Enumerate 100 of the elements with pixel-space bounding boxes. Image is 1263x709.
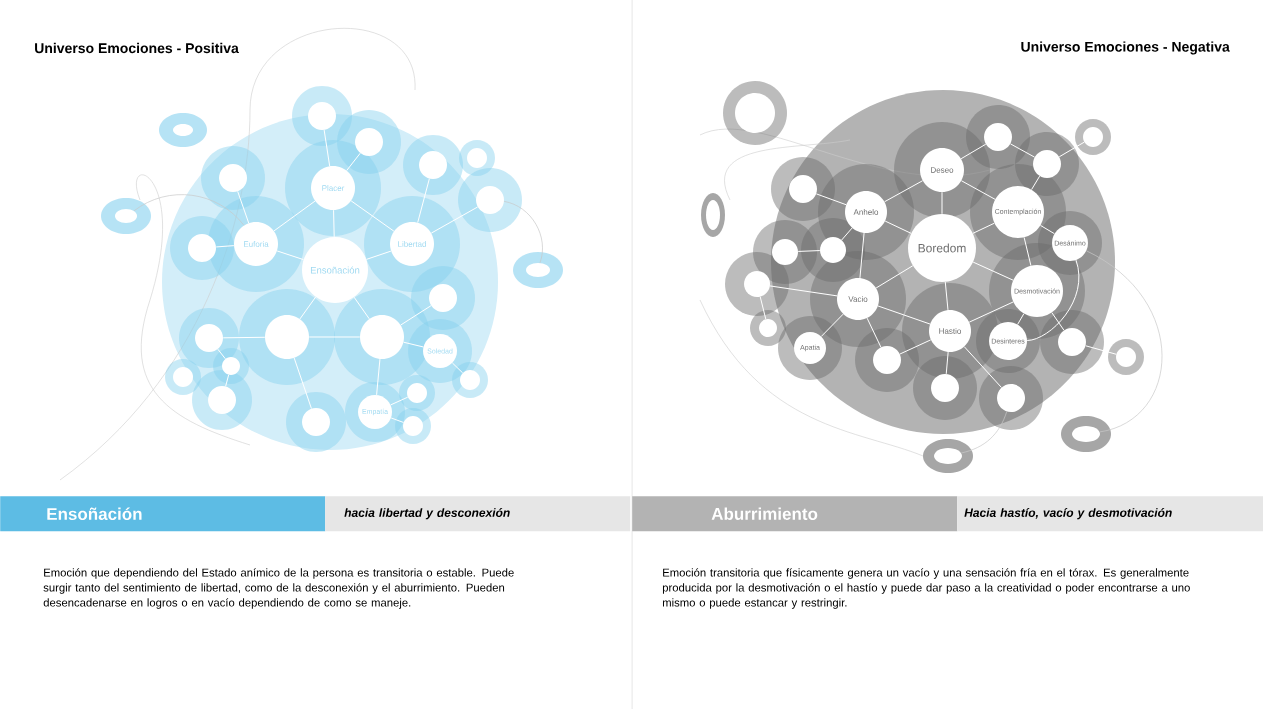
emotion-ellipse (526, 263, 550, 277)
connector-line (273, 200, 316, 232)
heading: Universo Emociones - Positiva (35, 42, 239, 54)
title-band: Aburrimiento (632, 496, 958, 532)
emotion-circle (931, 374, 959, 402)
connector-line (400, 305, 432, 326)
connector-line (353, 296, 370, 320)
connector-line (963, 346, 1002, 388)
connector-line (884, 180, 924, 203)
connector-line (451, 362, 464, 374)
emotion-ellipse (934, 448, 962, 464)
emotion-circle (789, 175, 817, 203)
emotion-circle (467, 148, 487, 168)
emotion-circle (360, 315, 404, 359)
title-band: hacia libertad y desconexión (325, 496, 631, 532)
connector-line (877, 305, 931, 325)
emotion-circle (1116, 347, 1136, 367)
connector-line (859, 232, 865, 279)
emotion-circle (772, 239, 798, 265)
connector-line (276, 250, 304, 261)
connector-line (323, 129, 331, 167)
emotion-circle (195, 324, 223, 352)
emotion-circle (735, 93, 775, 133)
emotion-circle (984, 123, 1012, 151)
emotion-circle (419, 151, 447, 179)
connector-line (430, 206, 479, 234)
connector-line (299, 296, 317, 320)
emotion-circle (265, 315, 309, 359)
connector-line (1023, 236, 1032, 267)
connector-line (308, 336, 361, 338)
emotion-circle (355, 128, 383, 156)
connector-line (350, 200, 395, 232)
emotion-circle (219, 164, 247, 192)
connector-line (346, 152, 361, 171)
emotion-circle (208, 386, 236, 414)
emotion-circle (302, 408, 330, 436)
title-band: Hacia hastío, vacío y desmotivación (957, 496, 1263, 532)
connector-line (769, 285, 838, 297)
emotion-circle (1033, 150, 1061, 178)
emotion-circle (429, 284, 457, 312)
connector-line (960, 143, 987, 160)
emotion-circle (820, 237, 846, 263)
connector-line (972, 261, 1014, 281)
paragraph: Emoción transitoria que físicamente genera un vacío y una sensación fría en el tórax. Es generalmente producida por la desmotivación o el hastío y puede dar paso a la creatividad o poder encontrarse a uno mismo o puede estancar y restringir. (662, 568, 1190, 609)
connector-line (941, 191, 943, 215)
connector-line (333, 209, 335, 238)
emotion-circle (460, 370, 480, 390)
emotion-circle (476, 186, 504, 214)
connector-line (390, 396, 409, 406)
connector-line (866, 317, 882, 348)
emotion-circle (308, 102, 336, 130)
emotion-circle (1083, 127, 1103, 147)
connector-line (1058, 141, 1085, 158)
connector-line (1017, 313, 1025, 325)
emotion-circle (873, 346, 901, 374)
emotion-ellipse (115, 209, 137, 223)
emotion-circle (1058, 328, 1086, 356)
title-band: Ensoñación (0, 496, 326, 532)
connector-line (1051, 312, 1065, 331)
emotion-circle (997, 384, 1025, 412)
connector-line (960, 411, 1008, 454)
connector-line (237, 190, 250, 224)
heading: Universo Emociones - Negativa (1021, 41, 1230, 55)
emotion-circle (222, 357, 240, 375)
emotion-circle (744, 271, 770, 297)
connector-line (503, 201, 543, 264)
emotion-circle (403, 416, 423, 436)
connector-line (972, 222, 995, 234)
connector-line (1040, 224, 1055, 235)
emotion-circle (173, 367, 193, 387)
connector-line (944, 281, 949, 311)
connector-line (293, 357, 312, 410)
connector-line (403, 341, 424, 348)
connector-line (215, 245, 235, 248)
connector-line (759, 296, 767, 320)
connector-line (960, 180, 996, 200)
connector-line (1026, 259, 1080, 342)
connector-line (1085, 345, 1117, 355)
paragraph: Emoción que dependiendo del Estado anímico de la persona es transitoria o estable. Puede surgir tanto del sentimiento de libertad, como de la desconexión y el aburrimiento. Pueden desencadenarse en logros o en vacío dependiendo de como se maneje. (43, 568, 514, 609)
connector-line (820, 313, 844, 337)
connector-line (376, 358, 381, 396)
connector-line (390, 417, 404, 423)
connector-line (968, 301, 1014, 323)
emotion-ellipse (706, 200, 720, 230)
connector-line (945, 351, 949, 375)
connector-line (884, 220, 912, 234)
connector-line (217, 348, 226, 360)
connector-line (222, 336, 266, 339)
emotion-circle (759, 319, 777, 337)
connector-line (797, 250, 821, 252)
emotion-ellipse (173, 124, 193, 136)
connector-line (1031, 175, 1041, 191)
connector-line (875, 265, 914, 289)
connector-line (225, 374, 230, 387)
connector-line (133, 194, 245, 226)
connector-line (417, 178, 430, 224)
emotion-circle (188, 234, 216, 262)
connector-line (841, 227, 853, 241)
connector-line (1086, 250, 1163, 433)
connector-line (1009, 143, 1036, 158)
